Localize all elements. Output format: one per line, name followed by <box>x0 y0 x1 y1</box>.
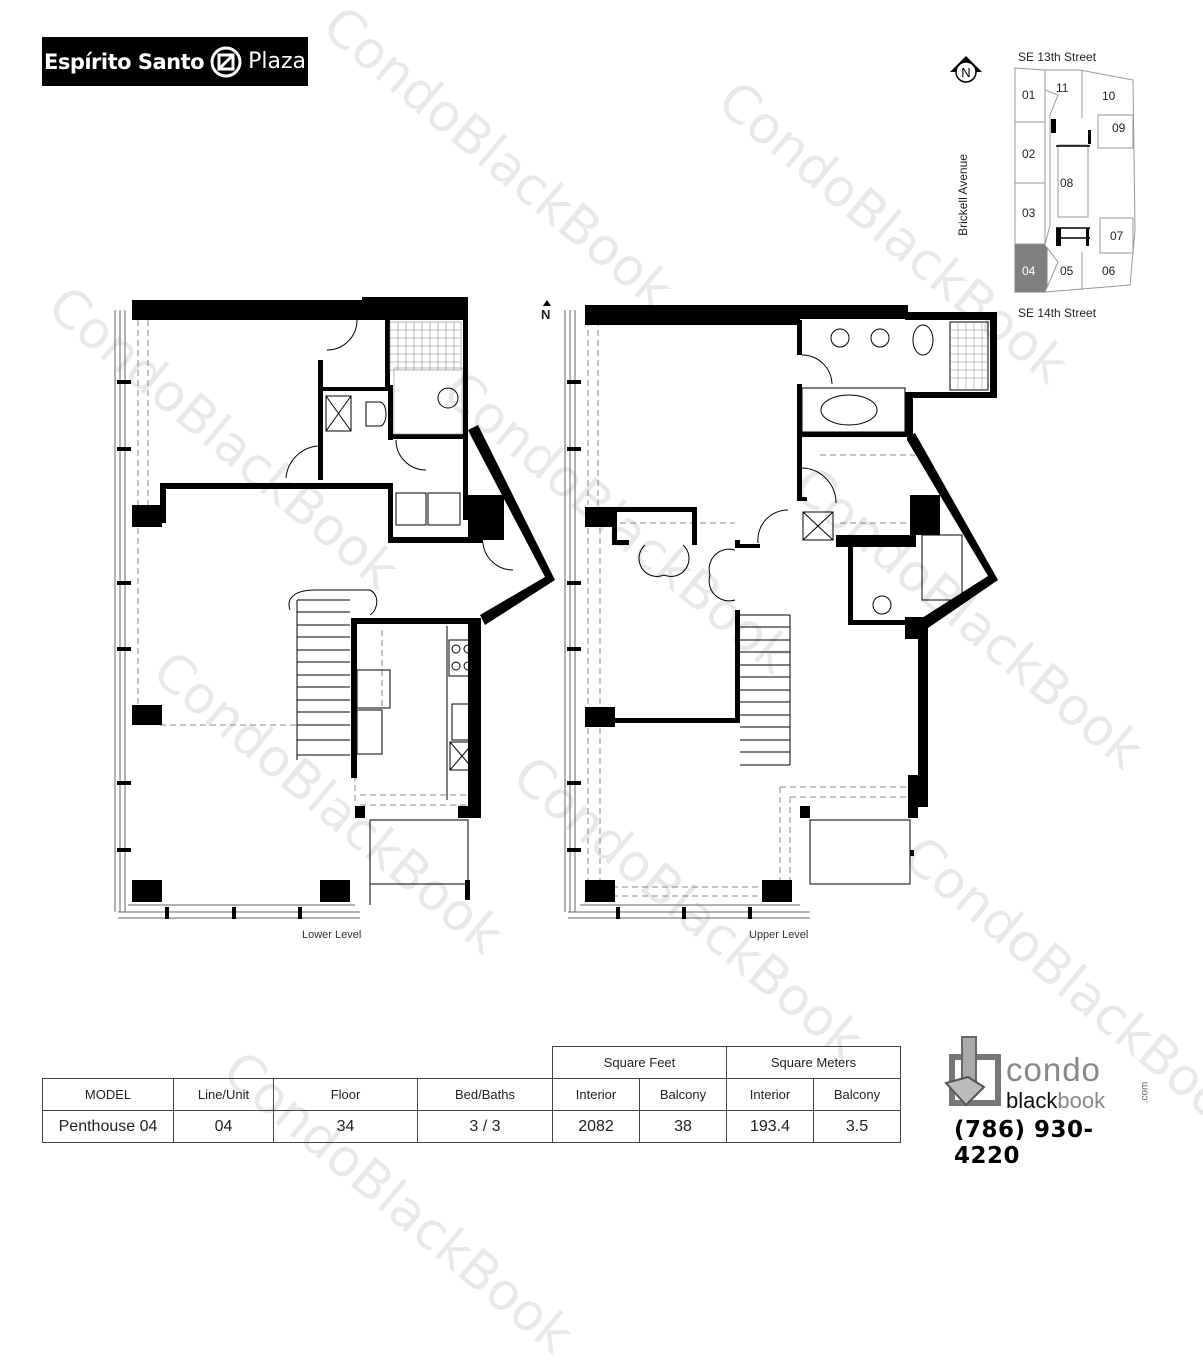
specs-values-row: Penthouse 04 04 34 3 / 3 2082 38 193.4 3… <box>42 1110 901 1143</box>
book-icon <box>944 1036 1001 1107</box>
col-bed-baths: Bed/Baths <box>417 1078 553 1111</box>
col-line-unit: Line/Unit <box>173 1078 274 1111</box>
key-unit-10: 10 <box>1102 89 1116 103</box>
key-plan-side-street: Brickell Avenue <box>955 154 970 236</box>
key-unit-08: 08 <box>1060 176 1074 190</box>
col-model: MODEL <box>42 1078 174 1111</box>
phone-number: (786) 930-4220 <box>954 1117 1094 1169</box>
key-plan <box>1014 67 1136 293</box>
value-floor: 34 <box>273 1110 418 1143</box>
brand-name-light: Plaza <box>248 49 306 74</box>
key-unit-06: 06 <box>1102 264 1116 278</box>
value-line-unit: 04 <box>173 1110 274 1143</box>
unit-specs-table: Square Feet Square Meters MODEL Line/Uni… <box>42 1046 901 1143</box>
value-model: Penthouse 04 <box>42 1110 174 1143</box>
specs-column-header-row: MODEL Line/Unit Floor Bed/Baths Interior… <box>42 1078 901 1111</box>
col-sqft-interior: Interior <box>552 1078 640 1111</box>
condo-wordmark: condo <box>1006 1051 1101 1088</box>
lower-level-label: Lower Level <box>302 929 362 941</box>
key-plan-bottom-street: SE 14th Street <box>1018 306 1097 320</box>
key-plan-top-street: SE 13th Street <box>1018 50 1097 64</box>
value-sqft-balcony: 38 <box>639 1110 727 1143</box>
col-sqm-interior: Interior <box>726 1078 814 1111</box>
condoblackbook-logo: condo blackbook .com (786) 930-4220 <box>944 1035 1159 1169</box>
north-arrow-icon: N <box>950 56 982 83</box>
key-unit-01: 01 <box>1022 88 1036 102</box>
blackbook-wordmark: blackbook <box>1006 1090 1105 1112</box>
col-sqft-balcony: Balcony <box>639 1078 727 1111</box>
book-wordmark: book <box>1057 1088 1106 1113</box>
north-indicator-icon <box>543 300 551 306</box>
col-sqm-balcony: Balcony <box>813 1078 901 1111</box>
svg-text:N: N <box>961 65 970 80</box>
key-unit-02: 02 <box>1022 147 1036 161</box>
value-bed-baths: 3 / 3 <box>417 1110 553 1143</box>
key-unit-03: 03 <box>1022 206 1036 220</box>
col-floor: Floor <box>273 1078 418 1111</box>
floor-plan-north-label: N <box>541 307 551 322</box>
value-sqft-interior: 2082 <box>552 1110 640 1143</box>
key-unit-09: 09 <box>1112 121 1126 135</box>
key-unit-07: 07 <box>1110 229 1124 243</box>
upper-level-plan <box>564 305 998 919</box>
upper-level-label: Upper Level <box>749 929 809 941</box>
key-unit-04-highlighted: 04 <box>1022 264 1036 278</box>
espirito-santo-logo-icon <box>210 46 242 77</box>
brand-logo: Espírito Santo Plaza <box>42 37 308 86</box>
key-unit-05: 05 <box>1060 264 1074 278</box>
floor-plan-drawing: N <box>114 56 1136 919</box>
key-unit-11: 11 <box>1056 81 1069 95</box>
key-plan-cores <box>1051 119 1091 246</box>
unit-04-highlight <box>1014 243 1048 293</box>
specs-group-header-row: Square Feet Square Meters <box>43 1046 901 1079</box>
black-wordmark: black <box>1006 1088 1058 1113</box>
square-feet-header: Square Feet <box>552 1046 727 1079</box>
square-meters-header: Square Meters <box>726 1046 901 1079</box>
value-sqm-interior: 193.4 <box>726 1110 814 1143</box>
lower-level-plan <box>114 297 555 919</box>
value-sqm-balcony: 3.5 <box>813 1110 901 1143</box>
com-wordmark: .com <box>1139 1081 1151 1104</box>
brand-name-bold: Espírito Santo <box>43 49 205 74</box>
